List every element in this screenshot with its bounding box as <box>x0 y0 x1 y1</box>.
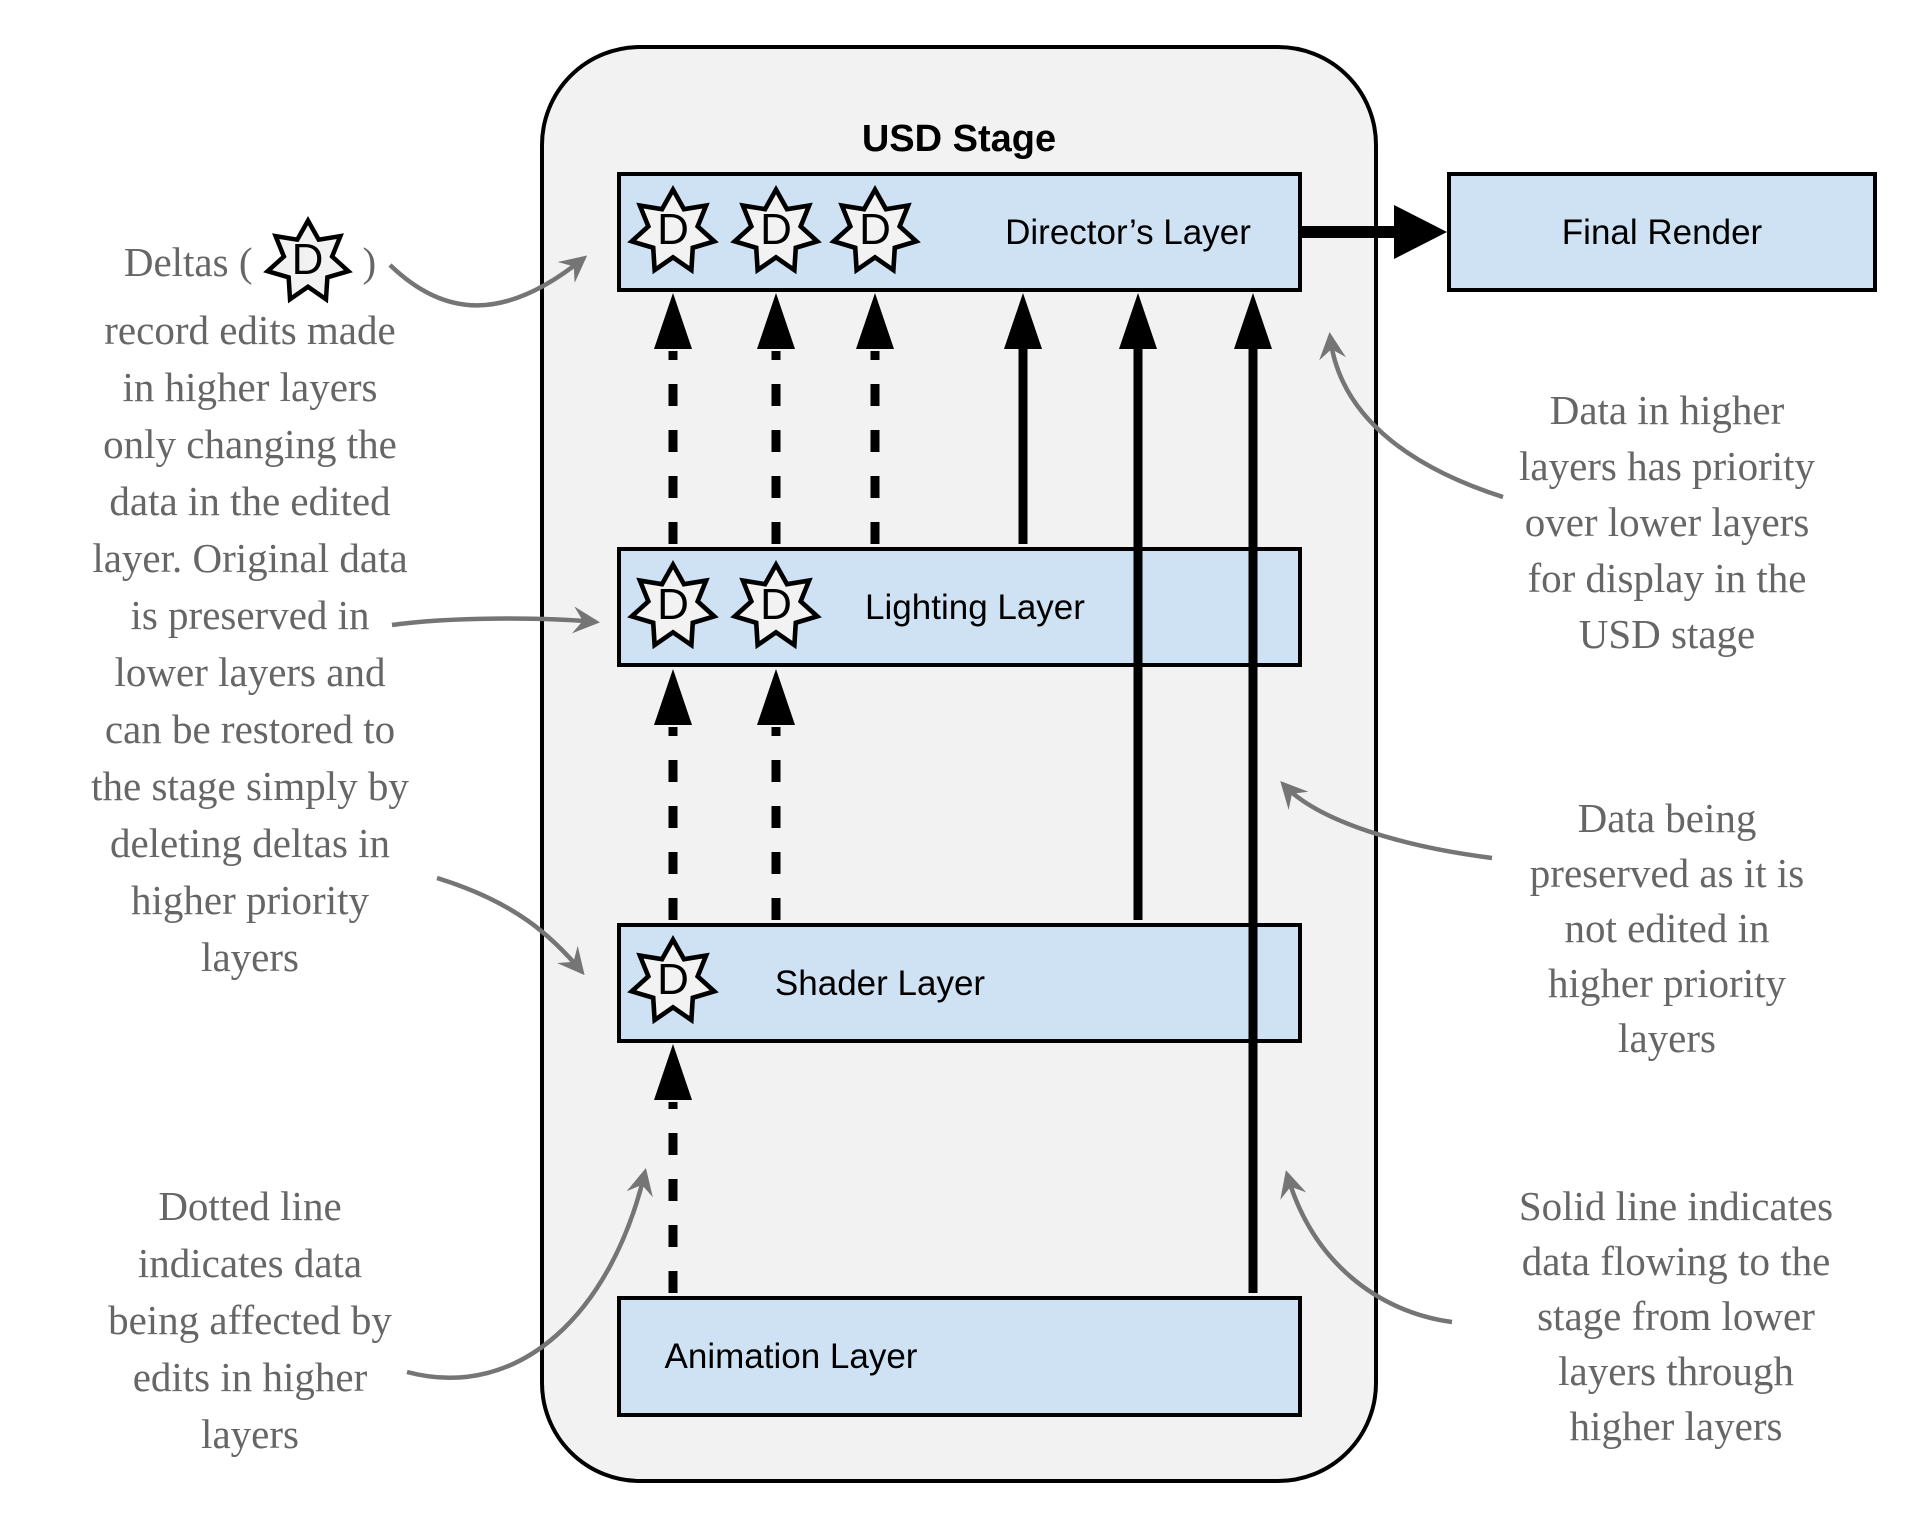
delta-icon: D <box>730 186 822 278</box>
delta-icon: D <box>627 936 719 1028</box>
annotation-deltas-explainer: Deltas ( D ) record edits made in higher… <box>30 222 470 986</box>
delta-icon: D <box>730 561 822 653</box>
animation-layer-box <box>617 1296 1302 1417</box>
animation-layer-label: Animation Layer <box>664 1337 918 1376</box>
directors-layer-box <box>617 172 1302 292</box>
annotation-dotted-line-explainer: Dotted line indicates data being affecte… <box>108 1183 392 1457</box>
usd-stage-title: USD Stage <box>861 118 1057 160</box>
delta-icon: D <box>627 561 719 653</box>
lighting-layer-label: Lighting Layer <box>865 588 1085 627</box>
final-render-label: Final Render <box>1561 213 1763 252</box>
delta-icon: D <box>627 186 719 278</box>
directors-layer-label: Director’s Layer <box>1005 213 1251 252</box>
final-render-box <box>1447 172 1877 292</box>
lighting-layer-box <box>617 547 1302 667</box>
delta-icon: D <box>263 217 353 307</box>
annotation-solid-line-explainer: Solid line indicates data flowing to the… <box>1518 1183 1834 1449</box>
annotation-preserved-explainer: Data being preserved as it is not edited… <box>1529 795 1805 1061</box>
delta-icon: D <box>829 186 921 278</box>
annotation-priority-explainer: Data in higher layers has priority over … <box>1518 387 1816 657</box>
annotation-line-with-delta-icon: Deltas ( D ) <box>30 222 470 302</box>
shader-layer-label: Shader Layer <box>774 964 986 1003</box>
shader-layer-box <box>617 923 1302 1043</box>
